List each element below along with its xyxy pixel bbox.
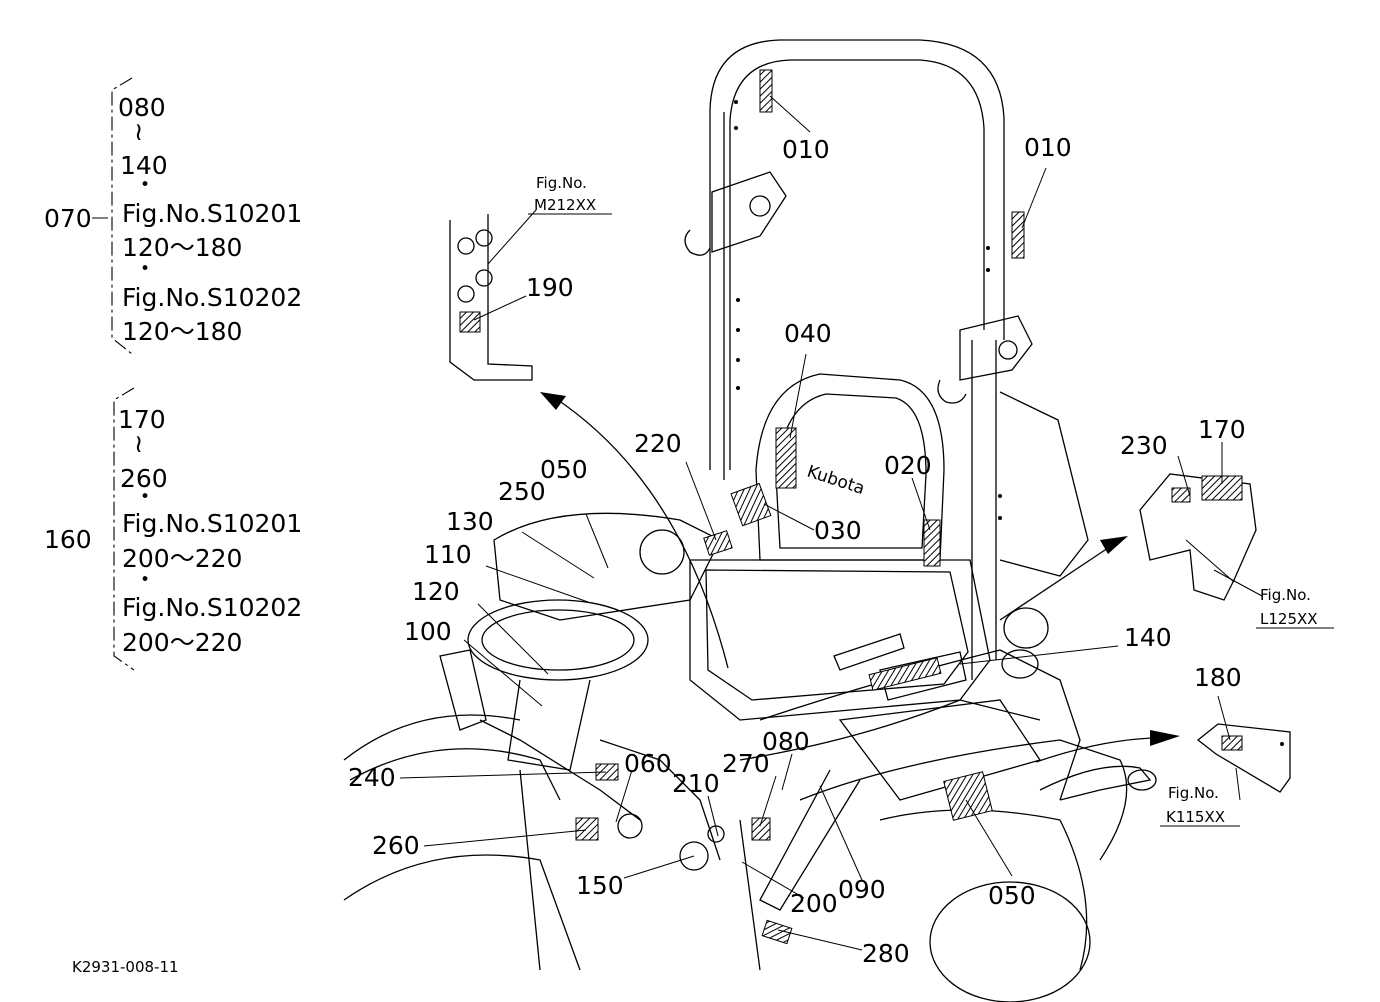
callout-010: 010 [782, 135, 830, 164]
group-070-line: Fig.No.S10201 [122, 199, 302, 228]
callout-190: 190 [526, 273, 574, 302]
drawing-code: K2931-008-11 [72, 958, 179, 976]
callout-labels: 010 010 040 020 030 050 220 250 130 110 … [348, 133, 1246, 968]
svg-text:Kubota: Kubota [804, 462, 867, 499]
group-070-legend: 070 080 ≀ 140 • Fig.No.S10201 120～180 • … [44, 77, 302, 355]
figref-k115-line1: Fig.No. [1168, 784, 1219, 802]
group-070-line: • [140, 259, 150, 279]
callout-020: 020 [884, 451, 932, 480]
group-160-line: 260 [120, 464, 168, 493]
body-fender-drawing [343, 607, 1157, 1002]
callout-250: 250 [498, 477, 546, 506]
group-160-line: 170 [118, 405, 166, 434]
callout-010: 010 [1024, 133, 1072, 162]
figref-k115[interactable]: Fig.No. K115XX [1160, 784, 1240, 827]
inset-m212-drawing [449, 214, 533, 381]
figref-l125-line1: Fig.No. [1260, 586, 1311, 604]
callout-120: 120 [412, 577, 460, 606]
group-160-line: • [140, 487, 150, 507]
group-160-line: 200～220 [122, 628, 242, 657]
callout-180: 180 [1194, 663, 1242, 692]
group-070-line: 080 [118, 93, 166, 122]
group-070-line: ≀ [134, 117, 143, 146]
callout-080: 080 [762, 727, 810, 756]
group-070-line: 140 [120, 151, 168, 180]
figref-l125[interactable]: Fig.No. L125XX [1256, 586, 1334, 629]
leader-lines [399, 95, 1263, 951]
group-160-line: Fig.No.S10202 [122, 593, 302, 622]
inset-k115-drawing [1196, 723, 1291, 793]
figref-m212-line2: M212XX [534, 196, 596, 214]
group-160-line: ≀ [134, 429, 143, 458]
figref-l125-line2: L125XX [1260, 610, 1318, 628]
callout-040: 040 [784, 319, 832, 348]
rops-frame-drawing [684, 39, 1089, 680]
group-070-line: • [140, 175, 150, 195]
callout-030: 030 [814, 516, 862, 545]
arrow-to-l125 [999, 547, 1109, 621]
callout-100: 100 [404, 617, 452, 646]
figref-k115-line2: K115XX [1166, 808, 1225, 826]
callout-280: 280 [862, 939, 910, 968]
group-160-line: • [140, 570, 150, 590]
callout-200: 200 [790, 889, 838, 918]
steering-dash-drawing [439, 512, 733, 871]
group-160-legend: 160 170 ≀ 260 • Fig.No.S10201 200～220 • … [44, 387, 302, 671]
figref-m212[interactable]: Fig.No. M212XX [528, 174, 612, 215]
callout-270: 270 [722, 749, 770, 778]
group-070-line: Fig.No.S10202 [122, 283, 302, 312]
callout-050: 050 [988, 881, 1036, 910]
callout-110: 110 [424, 540, 472, 569]
callout-220: 220 [634, 429, 682, 458]
callout-140: 140 [1124, 623, 1172, 652]
callout-060: 060 [624, 749, 672, 778]
callout-090: 090 [838, 875, 886, 904]
group-070-line: 120～180 [122, 233, 242, 262]
seat-drawing: Kubota [689, 373, 991, 721]
callout-230: 230 [1120, 431, 1168, 460]
group-070-line: 120～180 [122, 317, 242, 346]
callout-150: 150 [576, 871, 624, 900]
arrow-to-k115 [1035, 737, 1155, 763]
callout-240: 240 [348, 763, 396, 792]
group-160-id: 160 [44, 525, 92, 554]
callout-260: 260 [372, 831, 420, 860]
group-160-line: 200～220 [122, 544, 242, 573]
figref-m212-line1: Fig.No. [536, 174, 587, 192]
arrow-to-m212 [551, 395, 729, 669]
group-160-line: Fig.No.S10201 [122, 509, 302, 538]
inset-l125-drawing [1139, 473, 1257, 601]
group-070-id: 070 [44, 204, 92, 233]
callout-050: 050 [540, 455, 588, 484]
callout-210: 210 [672, 769, 720, 798]
callout-170: 170 [1198, 415, 1246, 444]
callout-130: 130 [446, 507, 494, 536]
